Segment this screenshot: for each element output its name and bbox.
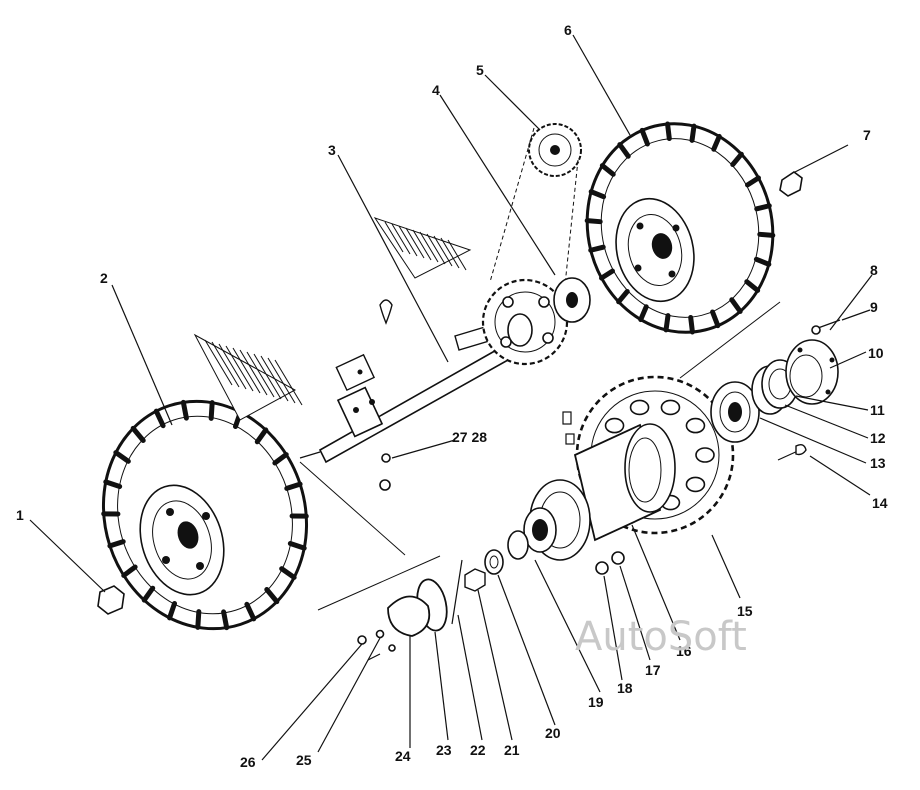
bearing-cap: [786, 340, 838, 404]
washers-20-21: [465, 550, 503, 591]
callout-11: 11: [870, 402, 885, 418]
right-tire: [565, 104, 794, 352]
callout-23: 23: [436, 742, 452, 758]
tread-lug: [666, 316, 668, 330]
tread-lug: [692, 126, 694, 140]
callout-5: 5: [476, 62, 484, 78]
callout-21: 21: [504, 742, 520, 758]
sprocket-hole: [606, 419, 624, 433]
callout-25: 25: [296, 752, 312, 768]
small-sprocket: [529, 124, 581, 176]
tread-lug: [211, 403, 212, 419]
callout-12: 12: [870, 430, 886, 446]
bolts-27-28: [380, 412, 574, 490]
sprocket-hole: [686, 419, 704, 433]
sprocket-hole: [686, 477, 704, 491]
callout-8: 8: [870, 262, 878, 278]
tread-lug: [668, 124, 670, 139]
tread-lug: [198, 612, 199, 628]
watermark: AutoSoft: [575, 614, 747, 660]
tread-lug: [183, 402, 186, 418]
nut-1: [98, 586, 124, 614]
sprocket-hub: [554, 278, 590, 322]
tread-lug: [760, 234, 773, 235]
callout-1: 1: [16, 507, 24, 523]
tread-lug: [757, 206, 769, 209]
callout-22: 22: [470, 742, 486, 758]
callout-20: 20: [545, 725, 561, 741]
nuts-17-18: [596, 552, 624, 574]
callout-4: 4: [432, 82, 440, 98]
callout-10: 10: [868, 345, 884, 361]
pin-14: [778, 445, 806, 460]
tread-lug: [587, 221, 600, 222]
split-pin-22: [452, 560, 462, 624]
callout-14: 14: [872, 495, 888, 511]
hub-cap-24: [388, 596, 429, 636]
left-tire: [74, 375, 335, 656]
callout-9: 9: [870, 299, 878, 315]
sprocket-hole: [661, 400, 679, 414]
callout-7: 7: [863, 127, 871, 143]
tread-lug: [224, 612, 227, 628]
callout-24: 24: [395, 748, 411, 764]
sprocket-hole: [631, 400, 649, 414]
nut-7: [780, 172, 802, 196]
tread-lug: [591, 247, 603, 250]
sprocket-hole: [696, 448, 714, 462]
callout-18: 18: [617, 680, 633, 696]
callout-17: 17: [645, 662, 661, 678]
callout-27-28: 27 28: [452, 429, 487, 445]
direction-arrow-top: [375, 218, 470, 278]
callout-13: 13: [870, 455, 886, 471]
callout-3: 3: [328, 142, 336, 158]
callout-26: 26: [240, 754, 256, 770]
tread-lug: [691, 317, 693, 332]
callout-2: 2: [100, 270, 108, 286]
callout-19: 19: [588, 694, 604, 710]
callout-6: 6: [564, 22, 572, 38]
